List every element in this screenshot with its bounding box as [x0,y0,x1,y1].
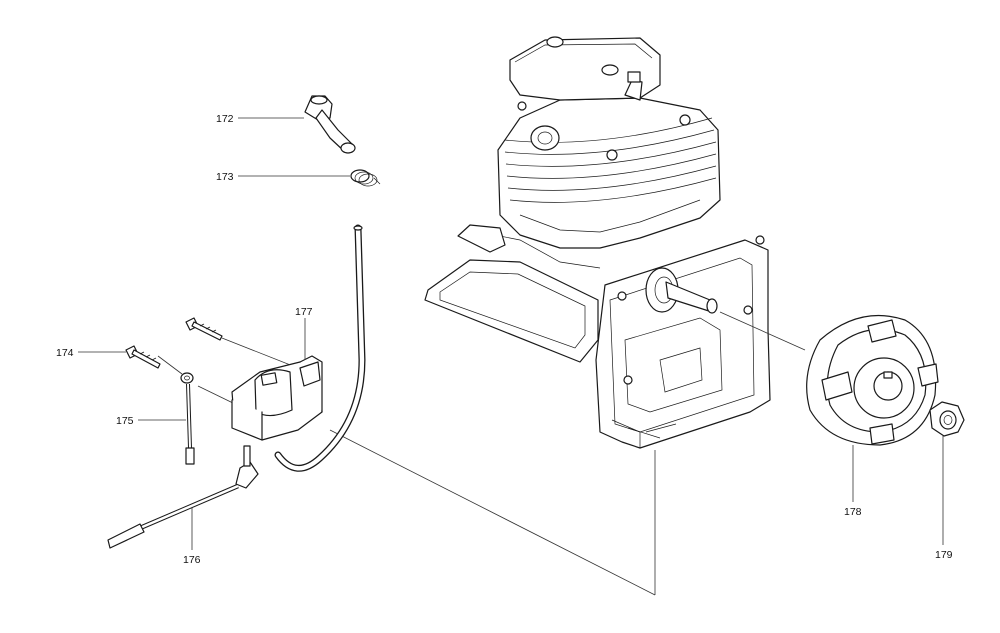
engine-block [424,36,771,449]
part-label-175: 175 [116,415,134,427]
nut-icon [929,401,965,437]
ignition-lead-wire [274,224,366,472]
part-label-177: 177 [295,306,313,318]
spark-plug-boot-icon [304,95,356,154]
flywheel-icon [806,314,939,446]
part-label-174: 174 [56,347,74,359]
spring-clip-icon [350,169,381,187]
screw-icon [125,317,223,369]
part-label-178: 178 [844,506,862,518]
ground-wire-icon [180,372,195,465]
part-label-179: 179 [935,549,953,561]
stop-wire-icon [107,445,259,549]
part-label-172: 172 [216,113,234,125]
ignition-coil-icon [231,355,323,441]
part-labels: 172 173 174 175 176 177 178 179 [56,113,953,566]
assembly-lines [157,311,806,596]
part-label-176: 176 [183,554,201,566]
part-label-173: 173 [216,171,234,183]
